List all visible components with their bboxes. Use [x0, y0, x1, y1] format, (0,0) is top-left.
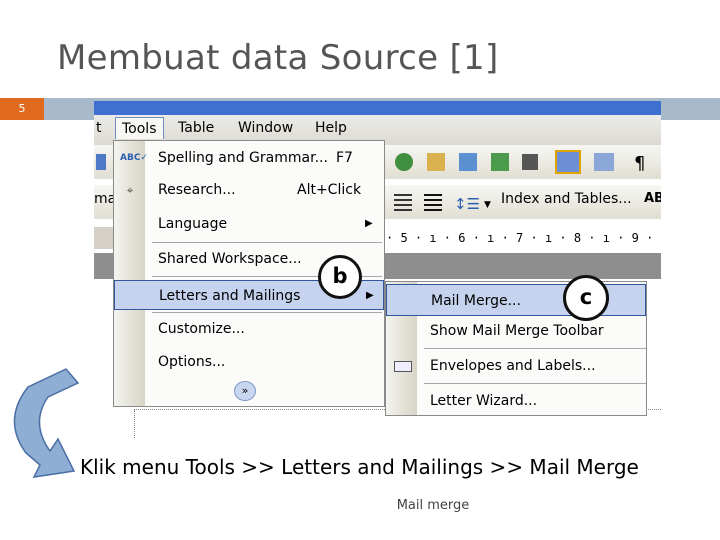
format-icons: ↕☰ ▼ — [394, 194, 491, 213]
toolbar-partial-left: ma — [94, 191, 117, 207]
line-spacing-icon: ↕☰ — [454, 195, 480, 213]
menu-item-envelopes-labels[interactable]: Envelopes and Labels... — [386, 350, 646, 382]
menu-item-research[interactable]: ⌖ Research... Alt+Click — [114, 175, 384, 205]
label-c: c — [563, 275, 609, 321]
slide-number: 5 — [0, 98, 44, 120]
menu-item-label: Customize... — [158, 321, 245, 337]
menu-item-label: Letter Wizard... — [430, 393, 538, 409]
chevron-double-down-icon[interactable]: » — [234, 381, 256, 401]
spelling-abc-icon: ABC✓ — [120, 153, 148, 163]
menu-tools[interactable]: Tools — [115, 117, 164, 139]
menu-item-shortcut: Alt+Click — [297, 182, 362, 198]
menubar: t Tools Table Window Help — [94, 101, 661, 145]
excel-icon — [491, 153, 509, 171]
slide-title: Membuat data Source [1] — [57, 38, 499, 78]
menu-item-options[interactable]: Options... — [114, 347, 384, 377]
menu-item-shortcut: F7 — [336, 150, 353, 166]
menu-item-letter-wizard[interactable]: Letter Wizard... — [386, 385, 646, 417]
label-b: b — [318, 255, 362, 299]
menu-separator — [152, 276, 382, 277]
menu-item-label: Mail Merge... — [431, 293, 521, 309]
menu-window[interactable]: Window — [238, 120, 294, 136]
envelope-icon — [394, 361, 412, 372]
menu-separator — [152, 312, 382, 313]
research-binoculars-icon: ⌖ — [126, 183, 134, 197]
menubar-edge: t — [96, 120, 102, 136]
distributed-icon — [424, 194, 442, 211]
menu-item-label: Letters and Mailings — [159, 288, 301, 304]
menu-item-shared-workspace[interactable]: Shared Workspace... — [114, 244, 384, 274]
page-margin-mark — [134, 410, 136, 438]
ruler-left — [94, 227, 114, 249]
toolbar-partial-right: AB — [644, 191, 661, 206]
drawing-icon — [555, 150, 581, 174]
footer-text: Mail merge — [396, 498, 470, 513]
edit-icon — [427, 153, 445, 171]
menu-item-label: Envelopes and Labels... — [430, 358, 596, 374]
table-icon — [459, 153, 477, 171]
instruction-caption: Klik menu Tools >> Letters and Mailings … — [80, 455, 639, 479]
menu-item-label: Language — [158, 216, 228, 232]
align-justify-icon — [394, 194, 412, 211]
submenu-arrow-icon: ▶ — [366, 290, 374, 301]
menu-table[interactable]: Table — [178, 120, 215, 136]
menu-item-label: Spelling and Grammar... — [158, 150, 328, 166]
menu-separator — [152, 242, 382, 243]
curved-arrow-icon — [13, 368, 80, 478]
index-tables-button[interactable]: Index and Tables... — [501, 191, 632, 207]
menu-item-customize[interactable]: Customize... — [114, 314, 384, 344]
menu-separator — [424, 348, 646, 349]
menu-item-label: Options... — [158, 354, 226, 370]
submenu-arrow-icon: ▶ — [365, 218, 373, 229]
menu-separator — [424, 383, 646, 384]
title-bar-strip — [94, 101, 661, 115]
menu-item-language[interactable]: Language ▶ — [114, 209, 384, 239]
globe-icon — [395, 153, 413, 171]
menu-help[interactable]: Help — [315, 120, 347, 136]
menu-item-label: Research... — [158, 182, 236, 198]
columns-icon — [522, 154, 538, 170]
dropdown-arrow-icon: ▼ — [484, 200, 491, 210]
pilcrow-icon: ¶ — [634, 153, 645, 174]
menu-item-show-mail-merge-toolbar[interactable]: Show Mail Merge Toolbar — [386, 315, 646, 347]
menu-item-spelling[interactable]: ABC✓ Spelling and Grammar... F7 — [114, 143, 384, 173]
menu-gutter — [114, 141, 145, 406]
toolbar-icons: ¶ — [96, 150, 645, 174]
ruler: · 5 · ı · 6 · ı · 7 · ı · 8 · ı · 9 · ı — [386, 227, 661, 249]
menu-item-label: Show Mail Merge Toolbar — [430, 323, 604, 339]
docmap-icon — [594, 153, 614, 171]
menu-item-label: Shared Workspace... — [158, 251, 302, 267]
